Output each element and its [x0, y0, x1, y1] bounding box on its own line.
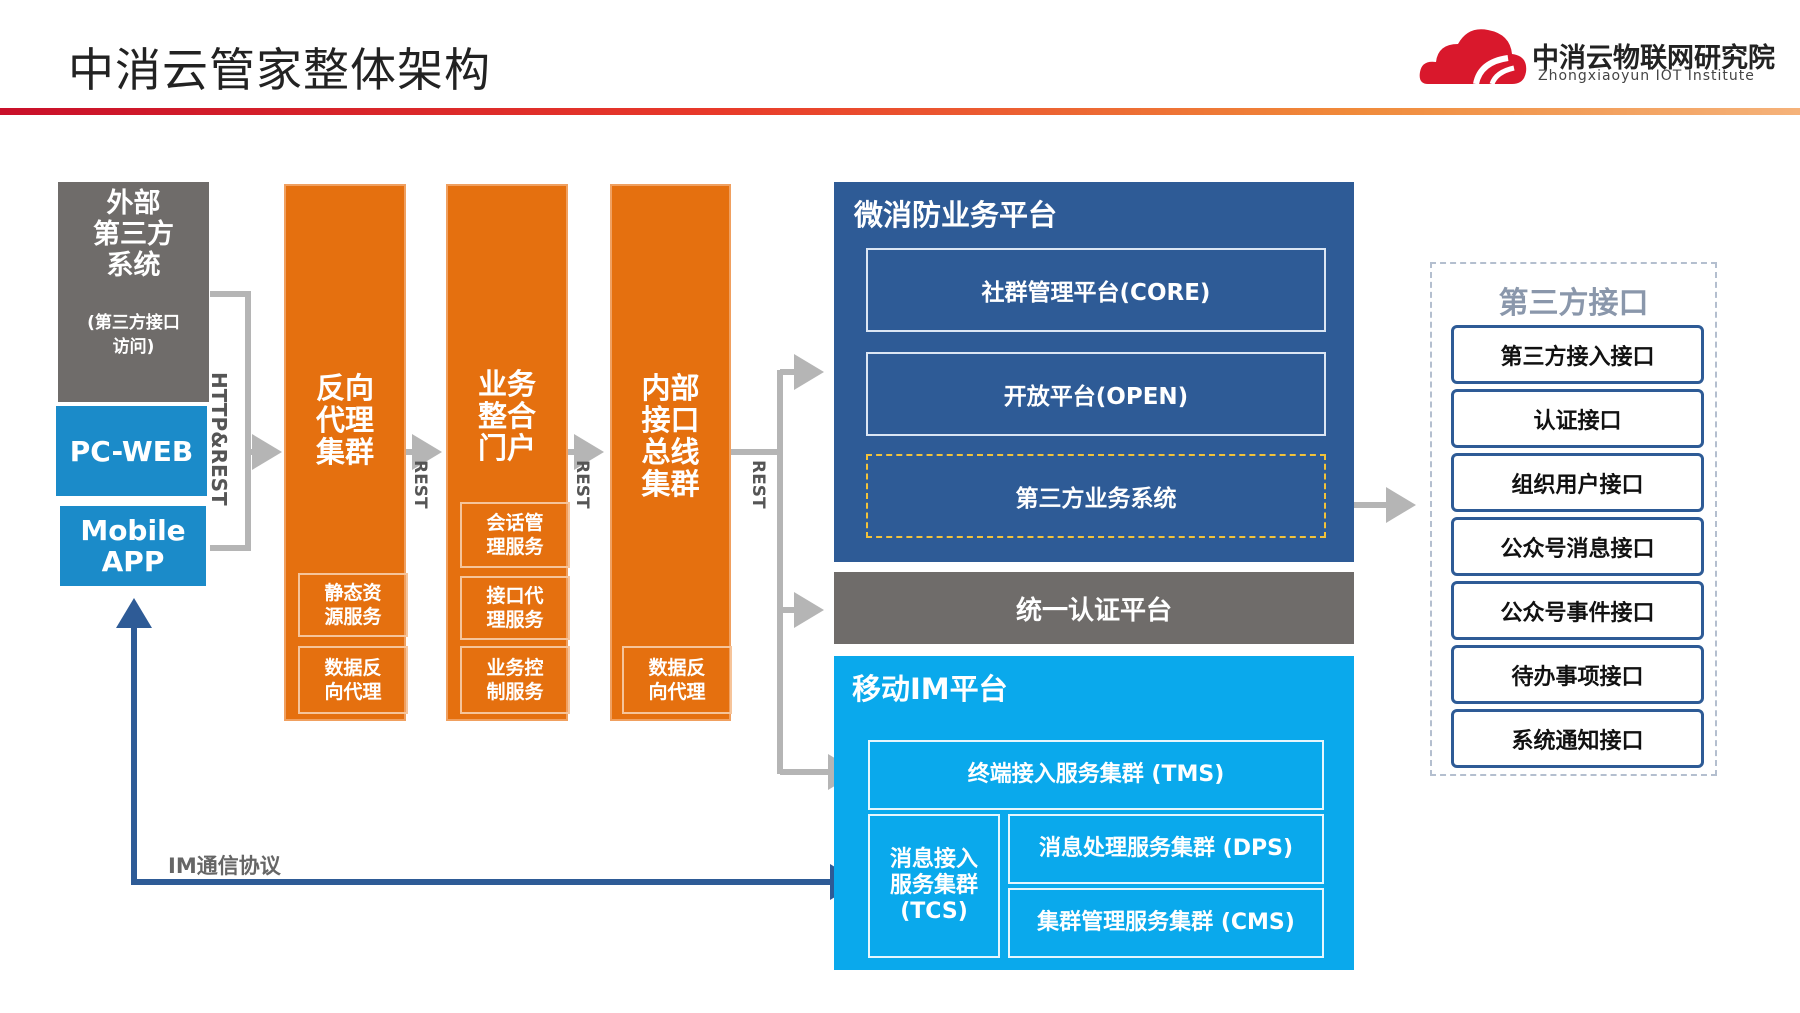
mobile-app-label-line: Mobile: [80, 514, 186, 547]
sub-service-line: 数据反: [324, 657, 382, 679]
third-party-title-line: 第三方: [93, 219, 174, 250]
platform-item: 开放平台(OPEN): [866, 352, 1326, 436]
rest-label: REST: [410, 460, 430, 509]
business-platform-title: 微消防业务平台: [854, 198, 1058, 232]
third-party-api-title: 第三方接口: [1498, 286, 1649, 321]
mobile-app-box: Mobile APP: [60, 506, 206, 586]
tms-box: 终端接入服务集群 (TMS): [868, 740, 1324, 810]
cluster-sub-service: 静态资 源服务: [298, 573, 408, 637]
auth-platform: 统一认证平台: [834, 572, 1354, 644]
page-title: 中消云管家整体架构: [68, 43, 491, 97]
sub-service-line: 向代理: [648, 681, 706, 703]
sub-service-line: 静态资: [324, 582, 382, 604]
pc-web-box: PC-WEB: [56, 406, 207, 496]
im-protocol-label: IM通信协议: [168, 854, 281, 878]
im-platform: 移动IM平台 终端接入服务集群 (TMS) 消息接入 服务集群 (TCS) 消息…: [834, 656, 1354, 970]
platform-item: 社群管理平台(CORE): [866, 248, 1326, 332]
auth-platform-label: 统一认证平台: [1015, 595, 1172, 626]
tcs-label-line: 服务集群: [889, 873, 978, 898]
cluster-title-line: 业务: [477, 367, 536, 401]
sub-service-line: 制服务: [486, 681, 544, 703]
business-platform: 微消防业务平台 社群管理平台(CORE) 开放平台(OPEN) 第三方业务系统: [834, 182, 1354, 562]
client-bracket-line: [210, 291, 251, 551]
cluster-sub-service: 业务控 制服务: [460, 646, 570, 714]
sub-service-line: 数据反: [648, 657, 706, 679]
cluster-sub-service: 数据反 向代理: [622, 646, 732, 714]
third-party-api-frame: [1430, 262, 1717, 776]
platform-item: 第三方业务系统: [866, 454, 1326, 538]
cluster-title-line: 内部: [641, 371, 700, 405]
http-rest-label: HTTP&REST: [207, 372, 231, 506]
sub-service-line: 会话管: [486, 512, 544, 534]
reverse-proxy-cluster: 反向 代理 集群 静态资 源服务 数据反 向代理: [284, 184, 408, 721]
cluster-title-line: 代理: [315, 403, 374, 437]
sub-service-line: 接口代: [486, 585, 544, 607]
third-party-title-line: 外部: [106, 188, 161, 219]
sub-service-line: 业务控: [486, 657, 544, 679]
cluster-sub-service: 数据反 向代理: [298, 646, 408, 714]
cluster-title-line: 集群: [641, 467, 700, 501]
tcs-label-line: 消息接入: [889, 847, 978, 872]
internal-bus-cluster: 内部 接口 总线 集群 数据反 向代理: [610, 184, 732, 721]
cluster-title-line: 总线: [641, 435, 700, 469]
im-protocol-line: [116, 598, 866, 885]
tcs-label-line: (TCS): [900, 899, 968, 924]
third-party-sub-line: 访问): [112, 337, 155, 357]
tcs-box: 消息接入 服务集群 (TCS): [868, 814, 1000, 958]
api-item: 公众号消息接口: [1451, 517, 1704, 576]
api-item: 组织用户接口: [1451, 453, 1704, 512]
cluster-title-line: 反向: [315, 371, 374, 405]
sub-service-line: 源服务: [324, 606, 382, 628]
mobile-app-label-line: APP: [101, 545, 165, 578]
cluster-title-line: 整合: [477, 399, 536, 433]
business-portal-cluster: 业务 整合 门户 会话管 理服务 接口代 理服务 业务控 制服务: [446, 184, 570, 721]
api-item: 认证接口: [1451, 389, 1704, 448]
api-item: 系统通知接口: [1451, 709, 1704, 768]
im-platform-title: 移动IM平台: [852, 672, 1008, 706]
cluster-title-line: 门户: [477, 431, 536, 465]
pc-web-label: PC-WEB: [69, 434, 194, 468]
header-divider: [0, 108, 1800, 115]
api-item: 待办事项接口: [1451, 645, 1704, 704]
api-item: 公众号事件接口: [1451, 581, 1704, 640]
rest-label: REST: [572, 460, 592, 509]
rest-label: REST: [748, 460, 768, 509]
sub-service-line: 理服务: [486, 609, 544, 631]
cloud-logo-icon: [1418, 22, 1530, 88]
cluster-sub-service: 接口代 理服务: [460, 576, 570, 640]
cluster-title-line: 接口: [641, 403, 700, 437]
sub-service-line: 理服务: [486, 536, 544, 558]
third-party-title-line: 系统: [106, 250, 161, 281]
logo-name: 中消云物联网研究院: [1532, 43, 1775, 74]
api-item: 第三方接入接口: [1451, 325, 1704, 384]
logo-subtitle: Zhongxiaoyun IOT Institute: [1538, 68, 1755, 84]
sub-service-line: 向代理: [324, 681, 382, 703]
cluster-title-line: 集群: [315, 435, 374, 469]
third-party-system-box: 外部 第三方 系统 (第三方接口 访问): [58, 182, 209, 402]
third-party-sub-line: (第三方接口: [87, 313, 180, 333]
dps-box: 消息处理服务集群 (DPS): [1008, 814, 1324, 884]
cluster-sub-service: 会话管 理服务: [460, 502, 570, 568]
cms-box: 集群管理服务集群 (CMS): [1008, 888, 1324, 958]
